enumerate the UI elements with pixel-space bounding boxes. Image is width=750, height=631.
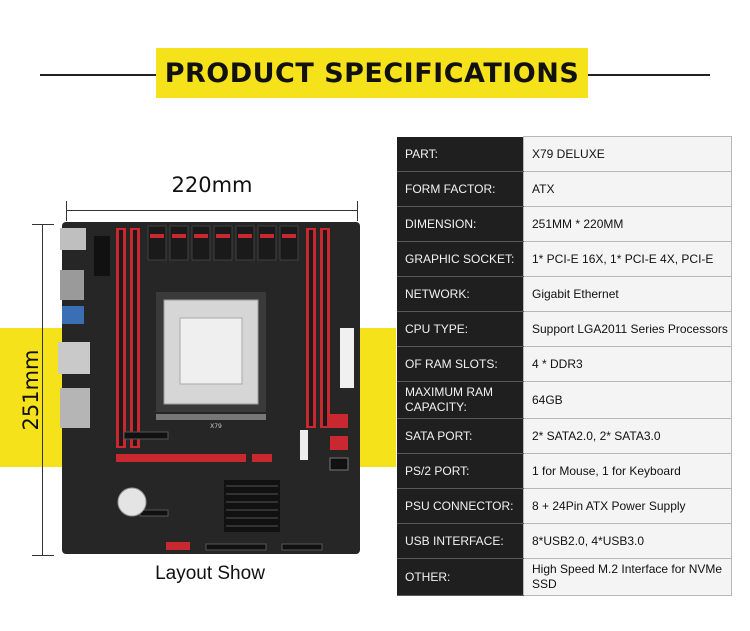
spec-row: USB INTERFACE: 8*USB2.0, 4*USB3.0 — [397, 523, 732, 559]
spec-row: OF RAM SLOTS: 4 * DDR3 — [397, 346, 732, 382]
spec-value: X79 DELUXE — [523, 136, 732, 172]
spec-row: SATA PORT: 2* SATA2.0, 2* SATA3.0 — [397, 418, 732, 454]
spec-row: PART: X79 DELUXE — [397, 136, 732, 172]
spec-row: PSU CONNECTOR: 8 + 24Pin ATX Power Suppl… — [397, 488, 732, 524]
spec-key: MAXIMUM RAM CAPACITY: — [397, 381, 524, 419]
spec-row: CPU TYPE: Support LGA2011 Series Process… — [397, 311, 732, 347]
spec-key: USB INTERFACE: — [397, 523, 524, 559]
spec-row: MAXIMUM RAM CAPACITY: 64GB — [397, 381, 732, 419]
spec-value: 1* PCI-E 16X, 1* PCI-E 4X, PCI-E — [523, 241, 732, 277]
height-dimension-tick — [32, 224, 54, 225]
spec-value: ATX — [523, 171, 732, 207]
spec-value: 1 for Mouse, 1 for Keyboard — [523, 453, 732, 489]
spec-row: DIMENSION: 251MM * 220MM — [397, 206, 732, 242]
spec-row: FORM FACTOR: ATX — [397, 171, 732, 207]
spec-key: PS/2 PORT: — [397, 453, 524, 489]
spec-key: PART: — [397, 136, 524, 172]
spec-value: Gigabit Ethernet — [523, 276, 732, 312]
layout-caption: Layout Show — [155, 563, 265, 584]
height-dimension-label: 251mm — [19, 349, 43, 431]
spec-key: PSU CONNECTOR: — [397, 488, 524, 524]
spec-key: CPU TYPE: — [397, 311, 524, 347]
spec-row: PS/2 PORT: 1 for Mouse, 1 for Keyboard — [397, 453, 732, 489]
header-rule-left — [40, 74, 158, 76]
spec-value: 251MM * 220MM — [523, 206, 732, 242]
spec-key: OF RAM SLOTS: — [397, 346, 524, 382]
width-dimension-tick — [357, 201, 358, 221]
spec-value: 4 * DDR3 — [523, 346, 732, 382]
spec-value: High Speed M.2 Interface for NVMe SSD — [523, 558, 732, 596]
motherboard-image: X79 — [58, 222, 360, 554]
spec-key: NETWORK: — [397, 276, 524, 312]
spec-row: NETWORK: Gigabit Ethernet — [397, 276, 732, 312]
spec-value: 2* SATA2.0, 2* SATA3.0 — [523, 418, 732, 454]
width-dimension-label: 220mm — [171, 173, 253, 197]
spec-row: OTHER: High Speed M.2 Interface for NVMe… — [397, 558, 732, 596]
width-dimension-line — [66, 210, 358, 211]
height-dimension-tick — [32, 555, 54, 556]
spec-value: 64GB — [523, 381, 732, 419]
height-dimension-line — [42, 224, 43, 556]
spec-key: FORM FACTOR: — [397, 171, 524, 207]
spec-value: 8 + 24Pin ATX Power Supply — [523, 488, 732, 524]
spec-row: GRAPHIC SOCKET: 1* PCI-E 16X, 1* PCI-E 4… — [397, 241, 732, 277]
spec-key: DIMENSION: — [397, 206, 524, 242]
width-dimension-tick — [66, 201, 67, 221]
spec-value: 8*USB2.0, 4*USB3.0 — [523, 523, 732, 559]
spec-key: SATA PORT: — [397, 418, 524, 454]
spec-key: GRAPHIC SOCKET: — [397, 241, 524, 277]
spec-table: PART: X79 DELUXE FORM FACTOR: ATX DIMENS… — [397, 136, 732, 596]
spec-key: OTHER: — [397, 558, 524, 596]
page-title: PRODUCT SPECIFICATIONS — [156, 48, 588, 98]
header-rule-right — [588, 74, 710, 76]
svg-text:X79: X79 — [210, 423, 222, 430]
spec-value: Support LGA2011 Series Processors — [523, 311, 732, 347]
